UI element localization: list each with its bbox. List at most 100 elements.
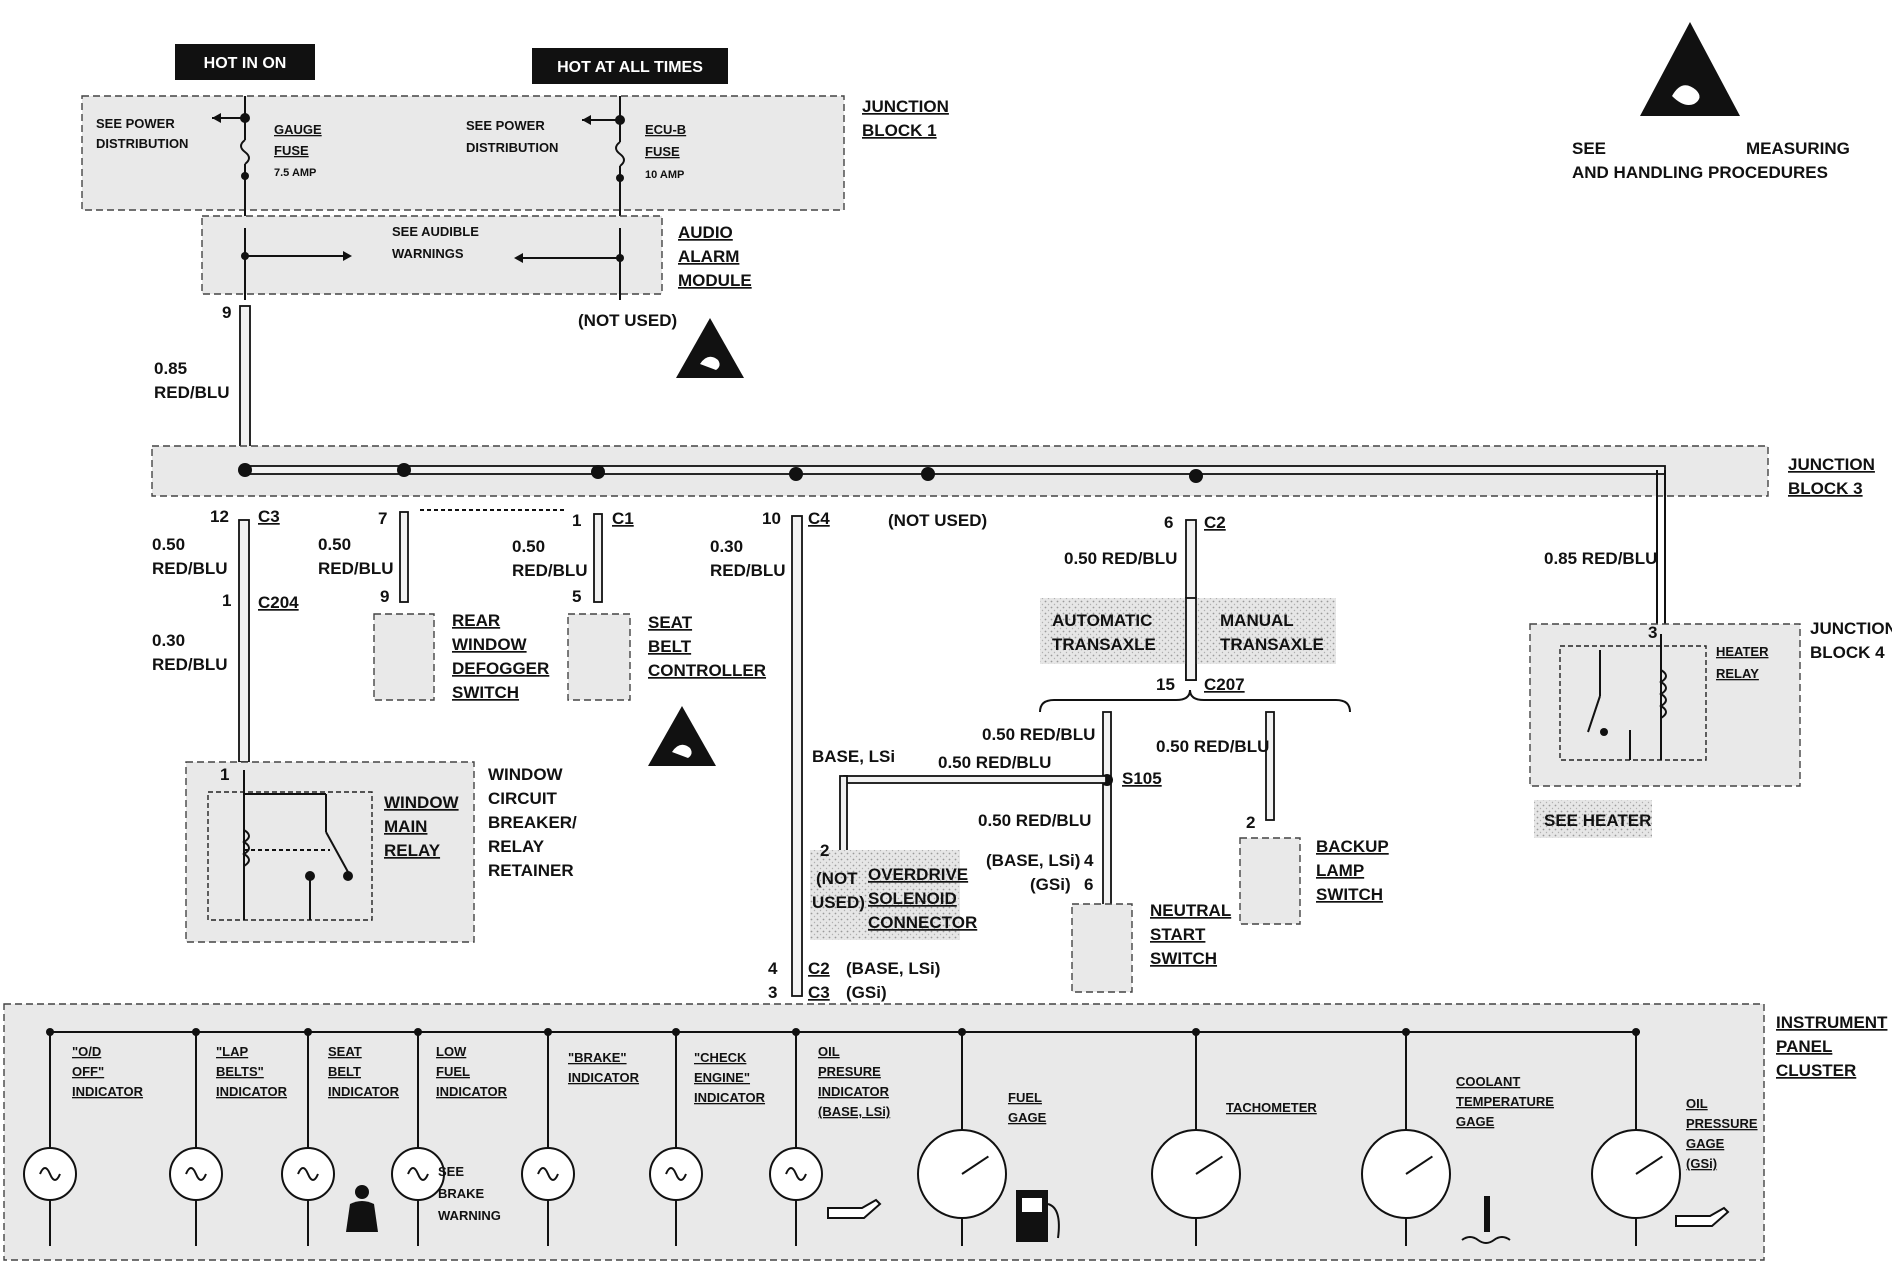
cluster-c3: C3 — [808, 983, 830, 1002]
oil-can-icon-2 — [1675, 1206, 1730, 1227]
lamp-filament — [297, 1167, 319, 1181]
c2-pin: 6 — [1164, 513, 1173, 532]
overdrive-not-used-1: (NOT — [816, 869, 858, 888]
overdrive-pin: 2 — [820, 841, 829, 860]
jb1-left-ref-2: DISTRIBUTION — [96, 136, 188, 151]
window-relay-pin: 1 — [220, 765, 229, 784]
esd-measuring: MEASURING — [1746, 139, 1850, 158]
jb4-pin: 3 — [1648, 623, 1657, 642]
cluster-item-label: INDICATOR — [694, 1090, 766, 1105]
cluster-items: "O/DOFF"INDICATOR"LAPBELTS"INDICATORSEAT… — [23, 1028, 1758, 1246]
c207-pin: 15 — [1156, 675, 1175, 694]
ipc-title-1: INSTRUMENT — [1776, 1013, 1888, 1032]
jb3-not-used: (NOT USED) — [888, 511, 987, 530]
jb3-title-1: JUNCTION — [1788, 455, 1875, 474]
seat-belt-title-3: CONTROLLER — [648, 661, 766, 680]
c4-wire-color: RED/BLU — [710, 561, 786, 580]
neutral-title-1: NEUTRAL — [1150, 901, 1231, 920]
gauge-needle — [1195, 1155, 1223, 1175]
ecub-fuse-2: FUSE — [645, 144, 680, 159]
ecub-fuse-1: ECU-B — [645, 122, 686, 137]
neutral-start-switch-box — [1071, 903, 1133, 993]
lamp-filament — [185, 1167, 207, 1181]
neutral-pin-4: 4 — [1084, 851, 1094, 870]
backup-title-2: LAMP — [1316, 861, 1364, 880]
junction-block-4-box — [1529, 623, 1801, 787]
rear-window-wire-size: 0.50 — [318, 535, 351, 554]
splice-wire: 0.50 RED/BLU — [938, 753, 1051, 772]
window-relay-title-5: RETAINER — [488, 861, 574, 880]
gauge-fuse-1: GAUGE — [274, 122, 322, 137]
ipc-title-3: CLUSTER — [1776, 1061, 1856, 1080]
cluster-item-label: INDICATOR — [72, 1084, 144, 1099]
c4-pin: 10 — [762, 509, 781, 528]
cluster-item-label: GAGE — [1686, 1136, 1725, 1151]
neutral-note-1: (BASE, LSi) — [986, 851, 1080, 870]
c4-conn: C4 — [808, 509, 830, 528]
lamp-filament — [407, 1167, 429, 1181]
aam-ref-2: WARNINGS — [392, 246, 464, 261]
cluster-item-label: "O/D — [72, 1044, 101, 1059]
cluster-c2: C2 — [808, 959, 830, 978]
window-relay-title-1: WINDOW — [488, 765, 564, 784]
feed-wire-color: RED/BLU — [154, 383, 230, 402]
cluster-bus-node — [414, 1028, 422, 1036]
esd-procedures: AND HANDLING PROCEDURES — [1572, 163, 1828, 182]
gauge-fuse-2: FUSE — [274, 143, 309, 158]
junction-block-1-box — [81, 95, 845, 211]
gauge-needle — [1405, 1155, 1433, 1175]
seat-belt-conn: C1 — [612, 509, 634, 528]
seat-belt-title-1: SEAT — [648, 613, 693, 632]
cluster-item-label: OIL — [818, 1044, 840, 1059]
cluster-c3-note: (GSi) — [846, 983, 887, 1002]
aam-title-2: ALARM — [678, 247, 739, 266]
overdrive-title-2: SOLENOID — [868, 889, 957, 908]
overdrive-not-used-2: USED) — [812, 893, 865, 912]
jb3-bus — [238, 463, 1666, 634]
hot-at-all-times-label: HOT AT ALL TIMES — [557, 59, 703, 76]
neutral-title-3: SWITCH — [1150, 949, 1217, 968]
cluster-item-label: INDICATOR — [568, 1070, 640, 1085]
jb4-title-2: BLOCK 4 — [1810, 643, 1885, 662]
neutral-title-2: START — [1150, 925, 1206, 944]
rear-window-harness — [399, 511, 409, 603]
c3-pin: 12 — [210, 507, 229, 526]
jb1-right-ref-1: SEE POWER — [466, 118, 545, 133]
heater-relay-2: RELAY — [1716, 666, 1759, 681]
cluster-item-label: SEAT — [328, 1044, 362, 1059]
cluster-item-label: OFF" — [72, 1064, 104, 1079]
rear-window-wire-color: RED/BLU — [318, 559, 394, 578]
aam-pin-9: 9 — [222, 303, 231, 322]
brake-ref-3: WARNING — [438, 1208, 501, 1223]
aam-not-used: (NOT USED) — [578, 311, 677, 330]
cluster-bus-node — [1192, 1028, 1200, 1036]
manual-wire: 0.50 RED/BLU — [1156, 737, 1269, 756]
c204-wire-color: RED/BLU — [152, 655, 228, 674]
overdrive-title-3: CONNECTOR — [868, 913, 977, 932]
seat-belt-pin-top: 1 — [572, 511, 581, 530]
window-relay-inner-2: MAIN — [384, 817, 427, 836]
rear-window-title-1: REAR — [452, 611, 500, 630]
cluster-item-label: BELTS" — [216, 1064, 264, 1079]
esd-icon-small-2 — [648, 706, 716, 766]
oil-can-icon — [827, 1198, 882, 1219]
c3-wire-size: 0.50 — [152, 535, 185, 554]
rear-window-title-4: SWITCH — [452, 683, 519, 702]
aam-title-3: MODULE — [678, 271, 752, 290]
gauge-needle — [1635, 1155, 1663, 1175]
manual-2: TRANSAXLE — [1220, 635, 1324, 654]
feed-wire-size: 0.85 — [154, 359, 187, 378]
overdrive-area — [810, 850, 960, 940]
base-lsi-label: BASE, LSi — [812, 747, 895, 766]
brake-ref-2: BRAKE — [438, 1186, 485, 1201]
c2-conn: C2 — [1204, 513, 1226, 532]
cluster-item-label: TACHOMETER — [1226, 1100, 1317, 1115]
backup-pin: 2 — [1246, 813, 1255, 832]
aam-internal-wiring — [241, 228, 624, 300]
automatic-wire: 0.50 RED/BLU — [982, 725, 1095, 744]
window-relay-title-3: BREAKER/ — [488, 813, 577, 832]
ecub-fuse-symbol — [582, 96, 625, 228]
cluster-item-label: INDICATOR — [818, 1084, 890, 1099]
c4-wire-size: 0.30 — [710, 537, 743, 556]
